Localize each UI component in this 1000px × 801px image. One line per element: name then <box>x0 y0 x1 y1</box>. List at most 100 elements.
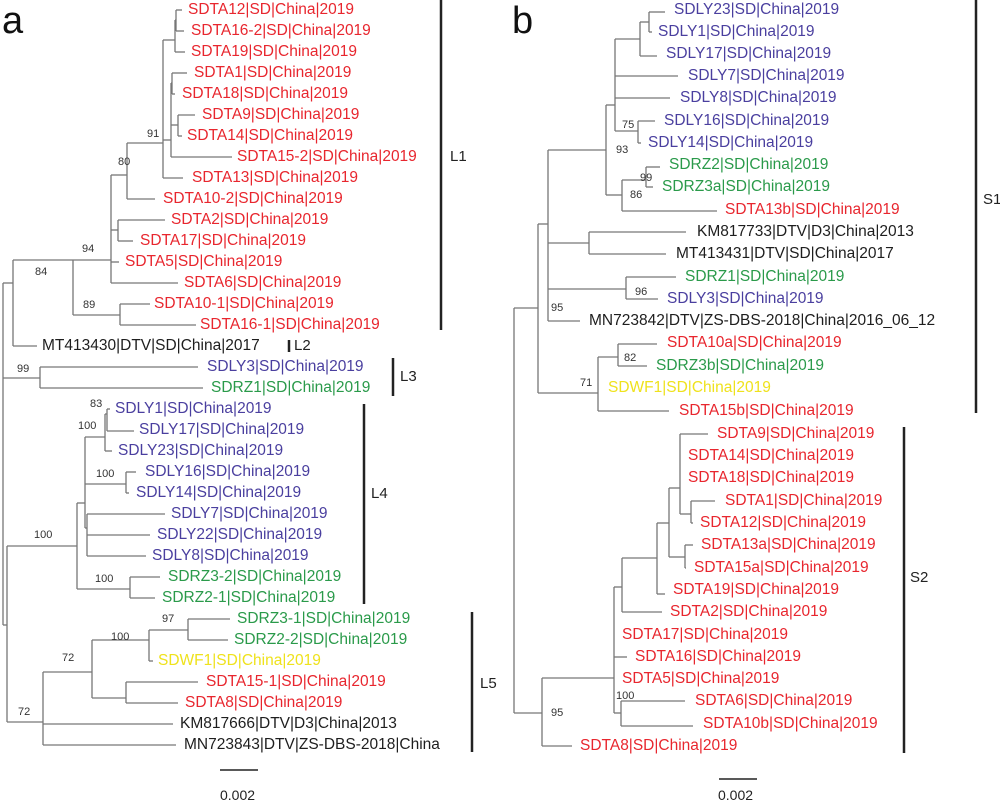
leaf-label: SDLY23|SD|China|2019 <box>674 1 839 18</box>
clade-label: S1 <box>983 191 1000 208</box>
leaf-label: SDRZ2-1|SD|China|2019 <box>162 589 335 606</box>
leaf-label: SDTA18|SD|China|2019 <box>182 85 348 102</box>
leaf-label: SDLY7|SD|China|2019 <box>688 67 845 84</box>
leaf-label: KM817733|DTV|D3|China|2013 <box>697 223 914 240</box>
leaf-label: SDTA16-1|SD|China|2019 <box>200 316 380 333</box>
leaf-label: MN723842|DTV|ZS-DBS-2018|China|2016_06_1… <box>589 312 935 329</box>
leaf-label: SDTA10a|SD|China|2019 <box>667 334 842 351</box>
leaf-label: MT413431|DTV|SD|China|2017 <box>676 245 894 262</box>
bootstrap-value: 95 <box>551 302 563 314</box>
leaf-label: SDTA19|SD|China|2019 <box>673 581 839 598</box>
bootstrap-values: 9180948489998310010010010097100727275939… <box>17 119 652 719</box>
bootstrap-value: 75 <box>622 119 634 131</box>
bootstrap-value: 100 <box>96 468 114 480</box>
leaf-label: SDTA9|SD|China|2019 <box>202 106 359 123</box>
leaf-label: SDLY3|SD|China|2019 <box>207 358 364 375</box>
leaf-label: SDTA9|SD|China|2019 <box>717 425 874 442</box>
leaf-label: SDLY22|SD|China|2019 <box>157 526 322 543</box>
leaf-label: SDTA10-2|SD|China|2019 <box>163 190 343 207</box>
leaf-label: SDTA2|SD|China|2019 <box>171 211 328 228</box>
leaf-label: SDRZ2|SD|China|2019 <box>669 156 828 173</box>
leaf-label: SDLY8|SD|China|2019 <box>152 547 309 564</box>
bootstrap-value: 100 <box>95 573 113 585</box>
leaf-labels: SDTA12|SD|China|2019SDTA16-2|SD|China|20… <box>42 1 935 754</box>
bootstrap-value: 100 <box>616 690 634 702</box>
leaf-label: SDTA13a|SD|China|2019 <box>701 536 876 553</box>
leaf-label: SDTA6|SD|China|2019 <box>184 274 341 291</box>
bootstrap-value: 71 <box>580 377 592 389</box>
leaf-label: SDLY17|SD|China|2019 <box>666 45 831 62</box>
bootstrap-value: 96 <box>635 286 647 298</box>
leaf-label: SDTA14|SD|China|2019 <box>187 127 353 144</box>
bootstrap-value: 99 <box>17 363 29 375</box>
leaf-label: SDRZ3-1|SD|China|2019 <box>237 610 410 627</box>
leaf-label: SDLY1|SD|China|2019 <box>115 400 272 417</box>
clade-label: L4 <box>371 485 388 502</box>
panel-a-letter: a <box>2 0 24 42</box>
leaf-label: SDTA6|SD|China|2019 <box>695 692 852 709</box>
bootstrap-value: 100 <box>34 529 52 541</box>
leaf-label: SDTA16|SD|China|2019 <box>635 648 801 665</box>
bootstrap-value: 83 <box>90 398 102 410</box>
leaf-label: SDTA1|SD|China|2019 <box>194 64 351 81</box>
scale-label-b: 0.002 <box>718 787 753 801</box>
clade-label: L2 <box>294 337 311 354</box>
bootstrap-value: 72 <box>62 652 74 664</box>
leaf-label: SDTA8|SD|China|2019 <box>185 694 342 711</box>
leaf-label: SDTA15a|SD|China|2019 <box>694 559 869 576</box>
leaf-label: MN723843|DTV|ZS-DBS-2018|China <box>184 736 440 753</box>
clade-label: L1 <box>450 148 467 165</box>
bootstrap-value: 72 <box>18 706 30 718</box>
leaf-label: SDLY16|SD|China|2019 <box>145 463 310 480</box>
leaf-label: MT413430|DTV|SD|China|2017 <box>42 337 260 354</box>
tree-branches <box>2 9 717 747</box>
leaf-label: SDTA12|SD|China|2019 <box>700 514 866 531</box>
bootstrap-value: 86 <box>630 189 642 201</box>
leaf-label: SDTA14|SD|China|2019 <box>688 447 854 464</box>
bootstrap-value: 97 <box>162 613 174 625</box>
leaf-label: SDTA15-2|SD|China|2019 <box>237 148 417 165</box>
leaf-label: SDLY17|SD|China|2019 <box>139 421 304 438</box>
leaf-label: SDTA5|SD|China|2019 <box>622 670 779 687</box>
bootstrap-value: 84 <box>35 266 47 278</box>
clade-label: L5 <box>480 675 497 692</box>
leaf-label: SDTA2|SD|China|2019 <box>670 603 827 620</box>
leaf-label: SDTA5|SD|China|2019 <box>125 253 282 270</box>
clade-label: S2 <box>910 569 928 586</box>
leaf-label: SDLY8|SD|China|2019 <box>680 89 837 106</box>
leaf-label: SDTA13b|SD|China|2019 <box>725 201 900 218</box>
leaf-label: SDTA16-2|SD|China|2019 <box>191 22 371 39</box>
leaf-label: SDTA12|SD|China|2019 <box>188 1 354 18</box>
leaf-label: SDRZ3b|SD|China|2019 <box>656 357 824 374</box>
bootstrap-value: 82 <box>624 352 636 364</box>
leaf-label: SDWF1|SD|China|2019 <box>608 379 771 396</box>
leaf-label: SDLY14|SD|China|2019 <box>136 484 301 501</box>
leaf-label: SDTA15-1|SD|China|2019 <box>206 673 386 690</box>
leaf-label: KM817666|DTV|D3|China|2013 <box>180 715 397 732</box>
leaf-label: SDTA15b|SD|China|2019 <box>679 402 854 419</box>
leaf-label: SDTA10b|SD|China|2019 <box>703 715 878 732</box>
leaf-label: SDLY23|SD|China|2019 <box>118 442 283 459</box>
leaf-label: SDLY16|SD|China|2019 <box>664 112 829 129</box>
leaf-label: SDWF1|SD|China|2019 <box>158 652 321 669</box>
leaf-label: SDTA10-1|SD|China|2019 <box>154 295 334 312</box>
bootstrap-value: 95 <box>551 707 563 719</box>
leaf-label: SDTA17|SD|China|2019 <box>622 626 788 643</box>
leaf-label: SDTA18|SD|China|2019 <box>688 469 854 486</box>
bootstrap-value: 100 <box>111 631 129 643</box>
leaf-label: SDLY3|SD|China|2019 <box>667 290 824 307</box>
leaf-label: SDLY1|SD|China|2019 <box>658 23 815 40</box>
leaf-label: SDTA19|SD|China|2019 <box>191 43 357 60</box>
leaf-label: SDRZ1|SD|China|2019 <box>685 268 844 285</box>
leaf-label: SDTA17|SD|China|2019 <box>140 232 306 249</box>
bootstrap-value: 94 <box>82 243 94 255</box>
leaf-label: SDRZ2-2|SD|China|2019 <box>234 631 407 648</box>
bootstrap-value: 99 <box>640 172 652 184</box>
leaf-label: SDTA8|SD|China|2019 <box>580 737 737 754</box>
clade-label: L3 <box>400 368 417 385</box>
bootstrap-value: 91 <box>147 128 159 140</box>
leaf-label: SDLY14|SD|China|2019 <box>648 134 813 151</box>
leaf-label: SDLY7|SD|China|2019 <box>171 505 328 522</box>
